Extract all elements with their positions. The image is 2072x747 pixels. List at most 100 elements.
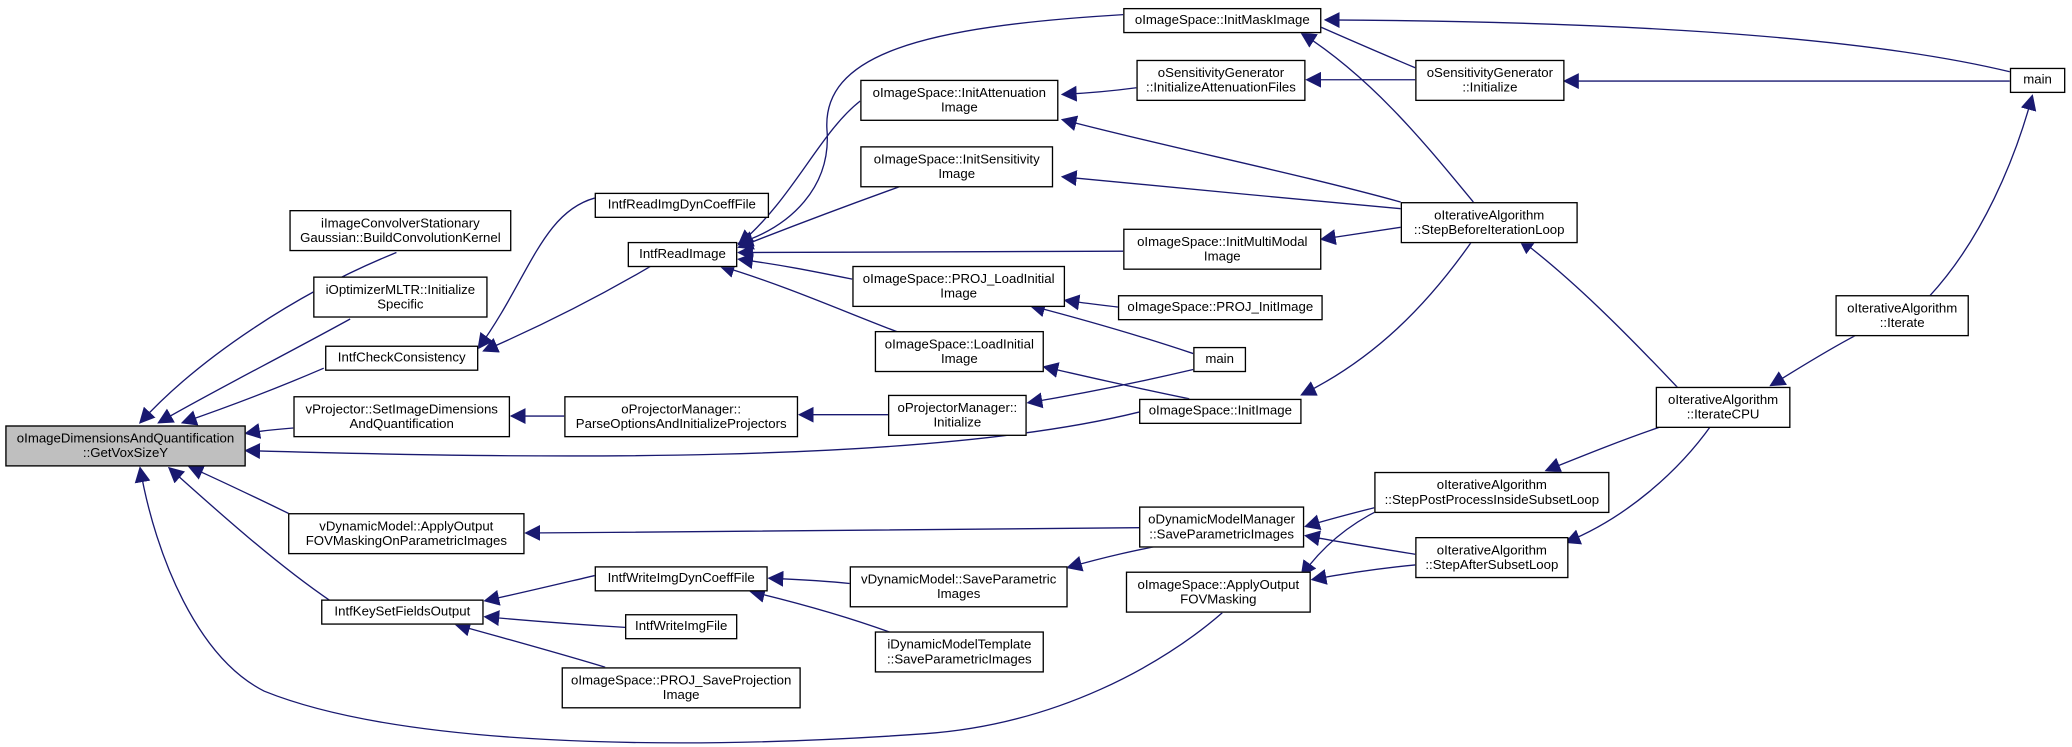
node-dynamicmodeltemplate-save[interactable]: iDynamicModelTemplate::SaveParametricIma…: [874, 631, 1044, 673]
node-text-n29-1: oIterativeAlgorithm: [1434, 208, 1545, 223]
node-intfcheckconsistency[interactable]: IntfCheckConsistency: [325, 345, 479, 371]
edge-n2-n0: [157, 318, 351, 424]
node-main-middle[interactable]: main: [1193, 346, 1247, 373]
node-text-n21-1: oSensitivityGenerator: [1157, 65, 1285, 81]
node-initmaskimage[interactable]: oImageSpace::InitMaskImage: [1123, 7, 1322, 34]
node-intfkeysetfieldsoutput[interactable]: IntfKeySetFieldsOutput: [321, 599, 484, 625]
node-initializeattenuationfiles[interactable]: oSensitivityGenerator::InitializeAttenua…: [1136, 59, 1306, 102]
node-intfreadimgdyncoefffile[interactable]: IntfReadImgDynCoeffFile: [594, 192, 770, 218]
node-text-n18-2: Initialize: [933, 415, 982, 430]
node-text-n2-2: Specific: [377, 297, 424, 312]
node-text-n32-1: oIterativeAlgorithm: [1668, 392, 1779, 408]
edge-n29-n14: [1060, 115, 1401, 203]
node-text-n5-1: vDynamicModel::ApplyOutput: [319, 519, 494, 534]
edge-n31-n27: [1310, 564, 1416, 585]
node-initimage[interactable]: oImageSpace::InitImage: [1139, 398, 1302, 425]
node-stepaftersubsetloop[interactable]: oIterativeAlgorithm::StepAfterSubsetLoop: [1415, 536, 1569, 579]
edge-n32-n30: [1544, 424, 1666, 473]
edge-n24-n18: [1026, 368, 1194, 409]
node-text-n32-2: ::IterateCPU: [1686, 407, 1760, 423]
node-text-n33-2: ::Iterate: [1879, 315, 1925, 331]
edge-n24-n16: [1029, 301, 1194, 355]
node-text-n28-1: oSensitivityGenerator: [1426, 65, 1554, 81]
edge-n13-n8: [737, 13, 1124, 247]
node-text-n19-1: vDynamicModel::SaveParametric: [860, 572, 1057, 587]
node-text-n16-1: oImageSpace::PROJ_LoadInitial: [862, 271, 1055, 287]
node-stepbeforeiterationloop[interactable]: oIterativeAlgorithm::StepBeforeIteration…: [1400, 202, 1578, 244]
edge-n34-n13: [1323, 12, 2011, 73]
node-text-n13-1: oImageSpace::InitMaskImage: [1134, 13, 1310, 28]
edge-n32-n31: [1564, 424, 1712, 545]
node-text-n34-1: main: [2023, 73, 2052, 88]
node-main-right[interactable]: main: [2009, 67, 2066, 94]
node-text-n24-1: main: [1205, 352, 1234, 367]
node-getvoxsizey[interactable]: oImageDimensionsAndQuantification::GetVo…: [5, 425, 246, 467]
node-text-n9-1: oProjectorManager::: [621, 402, 742, 417]
node-text-n15-2: Image: [938, 166, 976, 182]
node-intfreadimage[interactable]: IntfReadImage: [627, 241, 738, 268]
node-text-n26-2: ::SaveParametricImages: [1149, 527, 1294, 542]
edge-n23-n16: [1063, 294, 1118, 311]
edge-n26-n5: [524, 524, 1140, 541]
edge-n32-n29: [1518, 238, 1679, 389]
node-dynamicmodelmanager-save[interactable]: oDynamicModelManager::SaveParametricImag…: [1139, 506, 1305, 548]
node-sensitivitygenerator-initialize[interactable]: oSensitivityGenerator::Initialize: [1415, 59, 1565, 102]
edge-n26-n19: [1066, 544, 1163, 572]
edge-n25-n0: [244, 411, 1140, 459]
edge-n29-n25: [1300, 238, 1474, 396]
edge-n17-n8: [718, 262, 899, 333]
node-text-n18-1: oProjectorManager::: [897, 400, 1018, 416]
node-text-n11-1: IntfWriteImgFile: [635, 619, 728, 635]
node-text-n3-1: IntfCheckConsistency: [337, 350, 466, 366]
node-text-n0-1: oImageDimensionsAndQuantification: [16, 431, 235, 446]
edge-n21-n14: [1060, 85, 1137, 102]
edge-n20-n10: [749, 587, 899, 636]
node-steppostprocessinsidesubsetloop[interactable]: oIterativeAlgorithm::StepPostProcessInsi…: [1374, 471, 1610, 514]
node-text-n1-2: Gaussian::BuildConvolutionKernel: [300, 230, 501, 246]
edge-n30-n26: [1304, 507, 1375, 530]
node-text-n14-2: Image: [940, 100, 978, 115]
node-parseoptionsandinitializeprojectors[interactable]: oProjectorManager::ParseOptionsAndInitia…: [564, 396, 799, 438]
node-text-n31-1: oIterativeAlgorithm: [1436, 542, 1547, 558]
node-intfwriteimgdyncoefffile[interactable]: IntfWriteImgDynCoeffFile: [594, 566, 768, 592]
node-text-n30-2: ::StepPostProcessInsideSubsetLoop: [1384, 492, 1600, 508]
edge-n22-n8: [737, 244, 1124, 261]
node-text-n26-1: oDynamicModelManager: [1148, 512, 1296, 528]
node-text-n27-2: FOVMasking: [1180, 592, 1257, 607]
node-text-n5-2: FOVMaskingOnParametricImages: [305, 533, 507, 549]
edge-n29-n15: [1060, 170, 1401, 210]
node-projectormanager-initialize[interactable]: oProjectorManager::Initialize: [887, 394, 1027, 436]
node-iteratecpu[interactable]: oIterativeAlgorithm::IterateCPU: [1655, 386, 1791, 429]
edge-n14-n8: [737, 100, 861, 246]
node-text-n7-1: IntfReadImgDynCoeffFile: [607, 198, 756, 213]
edge-n1-n0: [138, 251, 397, 424]
edge-n29-n13: [1300, 32, 1474, 203]
node-intfwriteimgfile[interactable]: IntfWriteImgFile: [625, 614, 738, 640]
edge-n25-n17: [1042, 362, 1190, 400]
node-text-n0-2: ::GetVoxSizeY: [82, 445, 169, 461]
node-text-n22-2: Image: [1203, 249, 1241, 264]
edge-n16-n8: [737, 253, 853, 280]
node-text-n8-1: IntfReadImage: [639, 247, 726, 262]
node-text-n17-1: oImageSpace::LoadInitial: [884, 336, 1034, 352]
node-iterate[interactable]: oIterativeAlgorithm::Iterate: [1835, 295, 1969, 337]
edge-n3-n0: [180, 367, 325, 426]
edge-n5-n0: [187, 465, 294, 517]
edge-n32-n33: [1769, 334, 1857, 387]
node-proj-initimage[interactable]: oImageSpace::PROJ_InitImage: [1117, 295, 1323, 321]
node-text-n4-2: AndQuantification: [349, 416, 454, 432]
